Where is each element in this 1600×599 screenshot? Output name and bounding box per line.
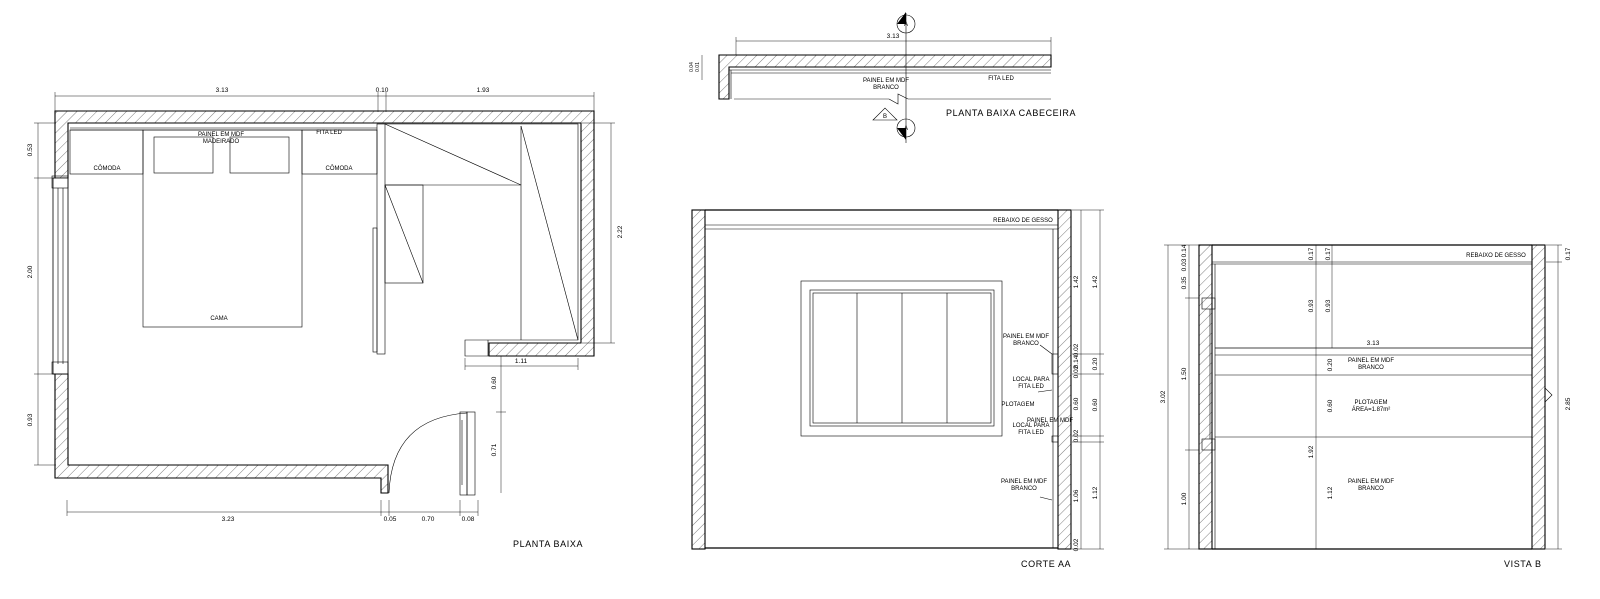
svg-text:1.06: 1.06 — [1073, 489, 1080, 502]
dim-top-c: 1.93 — [477, 87, 490, 94]
dim-bottom-a: 3.23 — [222, 516, 235, 523]
svg-text:PAINEL EM MDF: PAINEL EM MDF — [1348, 358, 1394, 364]
headboard-plan: A A B 3.13 0.04 0.01 PAINEL EM MDF BRANC… — [689, 12, 1076, 143]
dim-bottom-b: 0.05 — [384, 516, 397, 523]
painel-label-2: MADEIRADO — [203, 139, 240, 145]
svg-text:0.60: 0.60 — [1327, 399, 1334, 412]
plan-wall — [54, 110, 595, 494]
svg-text:PAINEL EM MDF: PAINEL EM MDF — [1348, 479, 1394, 485]
svg-text:0.14: 0.14 — [1073, 355, 1080, 368]
cabeceira-dim-top: 3.13 — [887, 33, 900, 40]
svg-text:LOCAL PARA: LOCAL PARA — [1012, 377, 1049, 383]
dim-left-c: 0.93 — [27, 413, 34, 426]
svg-text:1.12: 1.12 — [1092, 486, 1099, 499]
svg-text:LOCAL PARA: LOCAL PARA — [1012, 423, 1049, 429]
corte-window-frame — [800, 280, 1003, 437]
svg-text:BRANCO: BRANCO — [1013, 341, 1039, 347]
title-planta-baixa: PLANTA BAIXA — [513, 539, 583, 549]
svg-text:PAINEL EM MDF: PAINEL EM MDF — [1003, 334, 1049, 340]
svg-text:0.93: 0.93 — [1325, 299, 1332, 312]
vista-plotagem: PLOTAGEM — [1355, 400, 1388, 406]
svg-text:0.93: 0.93 — [1308, 299, 1315, 312]
dim-left-b: 2.00 — [27, 265, 34, 278]
svg-text:0.20: 0.20 — [1327, 358, 1334, 371]
svg-text:0.03: 0.03 — [1181, 258, 1188, 271]
svg-text:0.17: 0.17 — [1325, 247, 1332, 260]
fita-led-label: FITA LED — [316, 130, 342, 136]
svg-text:1.50: 1.50 — [1181, 367, 1188, 380]
svg-text:0.17: 0.17 — [1565, 247, 1572, 260]
svg-text:3.02: 3.02 — [1160, 390, 1167, 403]
svg-text:3.13: 3.13 — [1367, 340, 1380, 347]
svg-text:1.42: 1.42 — [1073, 275, 1080, 288]
vista-wall-right — [1531, 244, 1546, 550]
vista-rebaixo: REBAIXO DE GESSO — [1466, 253, 1526, 259]
svg-text:1.12: 1.12 — [1327, 486, 1334, 499]
vista-wall-left — [1198, 244, 1213, 550]
svg-text:PAINEL EM MDF: PAINEL EM MDF — [1001, 479, 1047, 485]
dim-top-b: 0.10 — [376, 87, 389, 94]
cabeceira-fita-led: FITA LED — [988, 76, 1014, 82]
title-planta-cabeceira: PLANTA BAIXA CABECEIRA — [946, 108, 1076, 118]
svg-text:0.35: 0.35 — [1181, 276, 1188, 289]
svg-text:0.04: 0.04 — [689, 62, 695, 72]
corte-wall-left — [691, 209, 706, 550]
svg-text:0.02: 0.02 — [1073, 538, 1080, 551]
mark-b-label: B — [883, 114, 887, 120]
dim-door-a: 0.60 — [491, 376, 498, 389]
dim-bottom-c: 0.70 — [422, 516, 435, 523]
dim-top-a: 3.13 — [216, 87, 229, 94]
bed-shape — [142, 129, 303, 328]
svg-text:2.85: 2.85 — [1565, 397, 1572, 410]
svg-text:0.02: 0.02 — [1073, 343, 1080, 356]
title-vista-b: VISTA B — [1504, 559, 1542, 569]
floor-plan: CÔMODA CÔMODA PAINEL EM MDF MADEIRADO FI… — [27, 87, 624, 549]
dim-right: 2.22 — [617, 225, 624, 238]
svg-text:FITA LED: FITA LED — [1018, 430, 1044, 436]
cama-label: CAMA — [210, 316, 227, 322]
view-mark-b — [872, 107, 898, 121]
cabeceira-painel-1: PAINEL EM MDF — [863, 78, 909, 84]
comoda-right-label: CÔMODA — [326, 165, 353, 172]
svg-text:A: A — [904, 22, 908, 28]
dim-bottom-d: 0.08 — [462, 516, 475, 523]
corte-rebaixo: REBAIXO DE GESSO — [993, 218, 1053, 224]
door-leaf — [459, 411, 468, 496]
svg-text:1.00: 1.00 — [1181, 492, 1188, 505]
svg-text:0.01: 0.01 — [695, 62, 701, 72]
dim-door-b: 0.71 — [491, 443, 498, 456]
svg-text:BRANCO: BRANCO — [1358, 365, 1384, 371]
svg-text:BRANCO: BRANCO — [1011, 486, 1037, 492]
cabeceira-painel-2: BRANCO — [873, 85, 899, 91]
dim-notch: 1.11 — [515, 358, 528, 365]
dim-left-a: 0.53 — [27, 143, 34, 156]
svg-text:ÁREA=1.87m²: ÁREA=1.87m² — [1352, 406, 1391, 413]
comoda-left-label: CÔMODA — [94, 165, 121, 172]
svg-text:1.42: 1.42 — [1092, 275, 1099, 288]
svg-text:0.02: 0.02 — [1073, 429, 1080, 442]
svg-text:0.60: 0.60 — [1092, 398, 1099, 411]
svg-text:0.20: 0.20 — [1092, 357, 1099, 370]
window-left — [52, 177, 69, 375]
svg-text:1.92: 1.92 — [1308, 445, 1315, 458]
svg-text:0.14: 0.14 — [1181, 244, 1188, 257]
title-corte-aa: CORTE AA — [1021, 559, 1071, 569]
section-aa: 1.42 0.02 0.14 0.02 0.60 0.02 1.06 0.02 … — [691, 209, 1104, 569]
svg-text:FITA LED: FITA LED — [1018, 384, 1044, 390]
svg-text:PAINEL EM MDF: PAINEL EM MDF — [1027, 418, 1073, 424]
svg-text:0.60: 0.60 — [1073, 397, 1080, 410]
svg-text:0.17: 0.17 — [1308, 247, 1315, 260]
svg-text:A: A — [904, 126, 908, 132]
svg-text:BRANCO: BRANCO — [1358, 486, 1384, 492]
corte-plotagem: PLOTAGEM — [1002, 402, 1035, 408]
elevation-b: REBAIXO DE GESSO 3.13 PAINEL EM MDF BRAN… — [1160, 244, 1572, 569]
painel-label-1: PAINEL EM MDF — [198, 132, 244, 138]
corte-wall-right — [1057, 209, 1072, 550]
svg-text:0.02: 0.02 — [1073, 365, 1080, 378]
